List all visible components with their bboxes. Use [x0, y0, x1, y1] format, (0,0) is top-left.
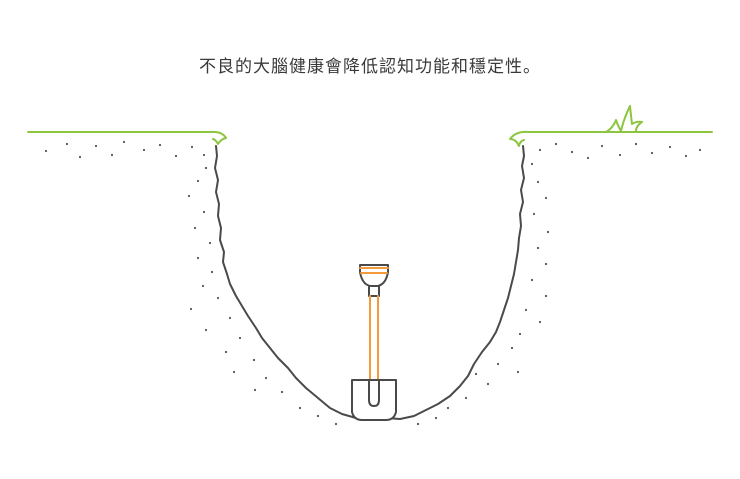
ground — [27, 105, 713, 147]
right-ground-line — [509, 130, 713, 147]
grass-tuft-icon — [605, 105, 643, 133]
shovel-blade — [351, 379, 397, 421]
shovel-icon — [351, 264, 397, 421]
caption: 不良的大腦健康會降低認知功能和穩定性。 — [199, 57, 541, 77]
left-ground-line — [27, 130, 227, 145]
shovel-blade-socket — [368, 379, 380, 407]
soil-dots — [44, 140, 702, 426]
shovel-collar — [368, 285, 380, 297]
